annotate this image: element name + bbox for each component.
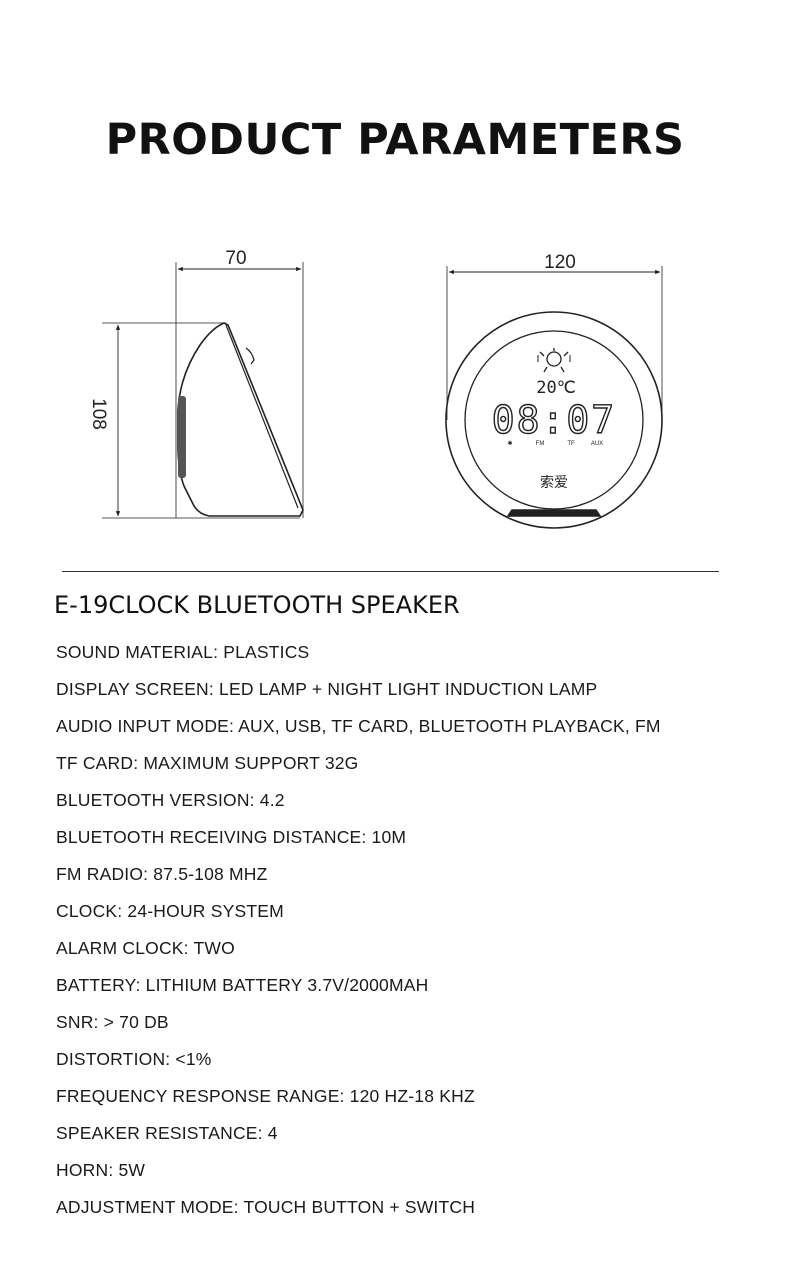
front-display-face — [464, 330, 644, 510]
spec-item: BLUETOOTH RECEIVING DISTANCE: 10M — [56, 827, 407, 847]
spec-item: HORN: 5W — [56, 1160, 146, 1180]
front-base — [506, 509, 602, 517]
model-title: E-19CLOCK BLUETOOTH SPEAKER — [54, 591, 460, 619]
spec-item: FM RADIO: 87.5-108 MHZ — [56, 864, 268, 884]
section-divider — [62, 571, 719, 572]
spec-item: ADJUSTMENT MODE: TOUCH BUTTON + SWITCH — [56, 1197, 476, 1217]
page-title: PRODUCT PARAMETERS — [105, 115, 685, 165]
indicator-row: ✱ FM TF AUX — [507, 440, 603, 447]
spec-item: ALARM CLOCK: TWO — [56, 938, 235, 958]
front-view — [445, 266, 663, 529]
tf-indicator: TF — [567, 441, 575, 447]
side-width-label: 70 — [225, 248, 246, 269]
fm-indicator: FM — [536, 441, 545, 447]
spec-item: TF CARD: MAXIMUM SUPPORT 32G — [56, 753, 359, 773]
speaker-grille — [178, 396, 186, 478]
spec-item: BATTERY: LITHIUM BATTERY 3.7V/2000MAH — [56, 975, 429, 995]
spec-item: CLOCK: 24-HOUR SYSTEM — [56, 901, 284, 921]
side-height-label: 108 — [88, 398, 109, 430]
bluetooth-indicator: ✱ — [507, 440, 512, 447]
spec-item: FREQUENCY RESPONSE RANGE: 120 HZ-18 KHZ — [56, 1086, 475, 1106]
display-temperature: 20℃ — [536, 378, 576, 398]
spec-item: DISPLAY SCREEN: LED LAMP + NIGHT LIGHT I… — [56, 679, 598, 699]
alarm-bell-icon — [537, 348, 571, 373]
spec-item: SNR: > 70 DB — [56, 1012, 169, 1032]
spec-item: SPEAKER RESISTANCE: 4 — [56, 1123, 278, 1143]
spec-item: DISTORTION: <1% — [56, 1049, 212, 1069]
front-outer-ring — [445, 311, 663, 529]
spec-item: AUDIO INPUT MODE: AUX, USB, TF CARD, BLU… — [56, 716, 661, 736]
side-view — [102, 262, 304, 519]
spec-list: SOUND MATERIAL: PLASTICS DISPLAY SCREEN:… — [56, 640, 661, 1232]
brand-mark: 索爱 — [540, 474, 568, 491]
side-body-outline — [177, 322, 304, 517]
spec-item: SOUND MATERIAL: PLASTICS — [56, 642, 310, 662]
spec-item: BLUETOOTH VERSION: 4.2 — [56, 790, 285, 810]
aux-indicator: AUX — [591, 441, 603, 447]
display-time: 08:07 — [492, 398, 616, 442]
product-dimension-drawing: 70 108 120 20℃ 08:07 ✱ FM TF AUX 索爱 — [88, 248, 663, 529]
front-width-label: 120 — [544, 252, 576, 273]
